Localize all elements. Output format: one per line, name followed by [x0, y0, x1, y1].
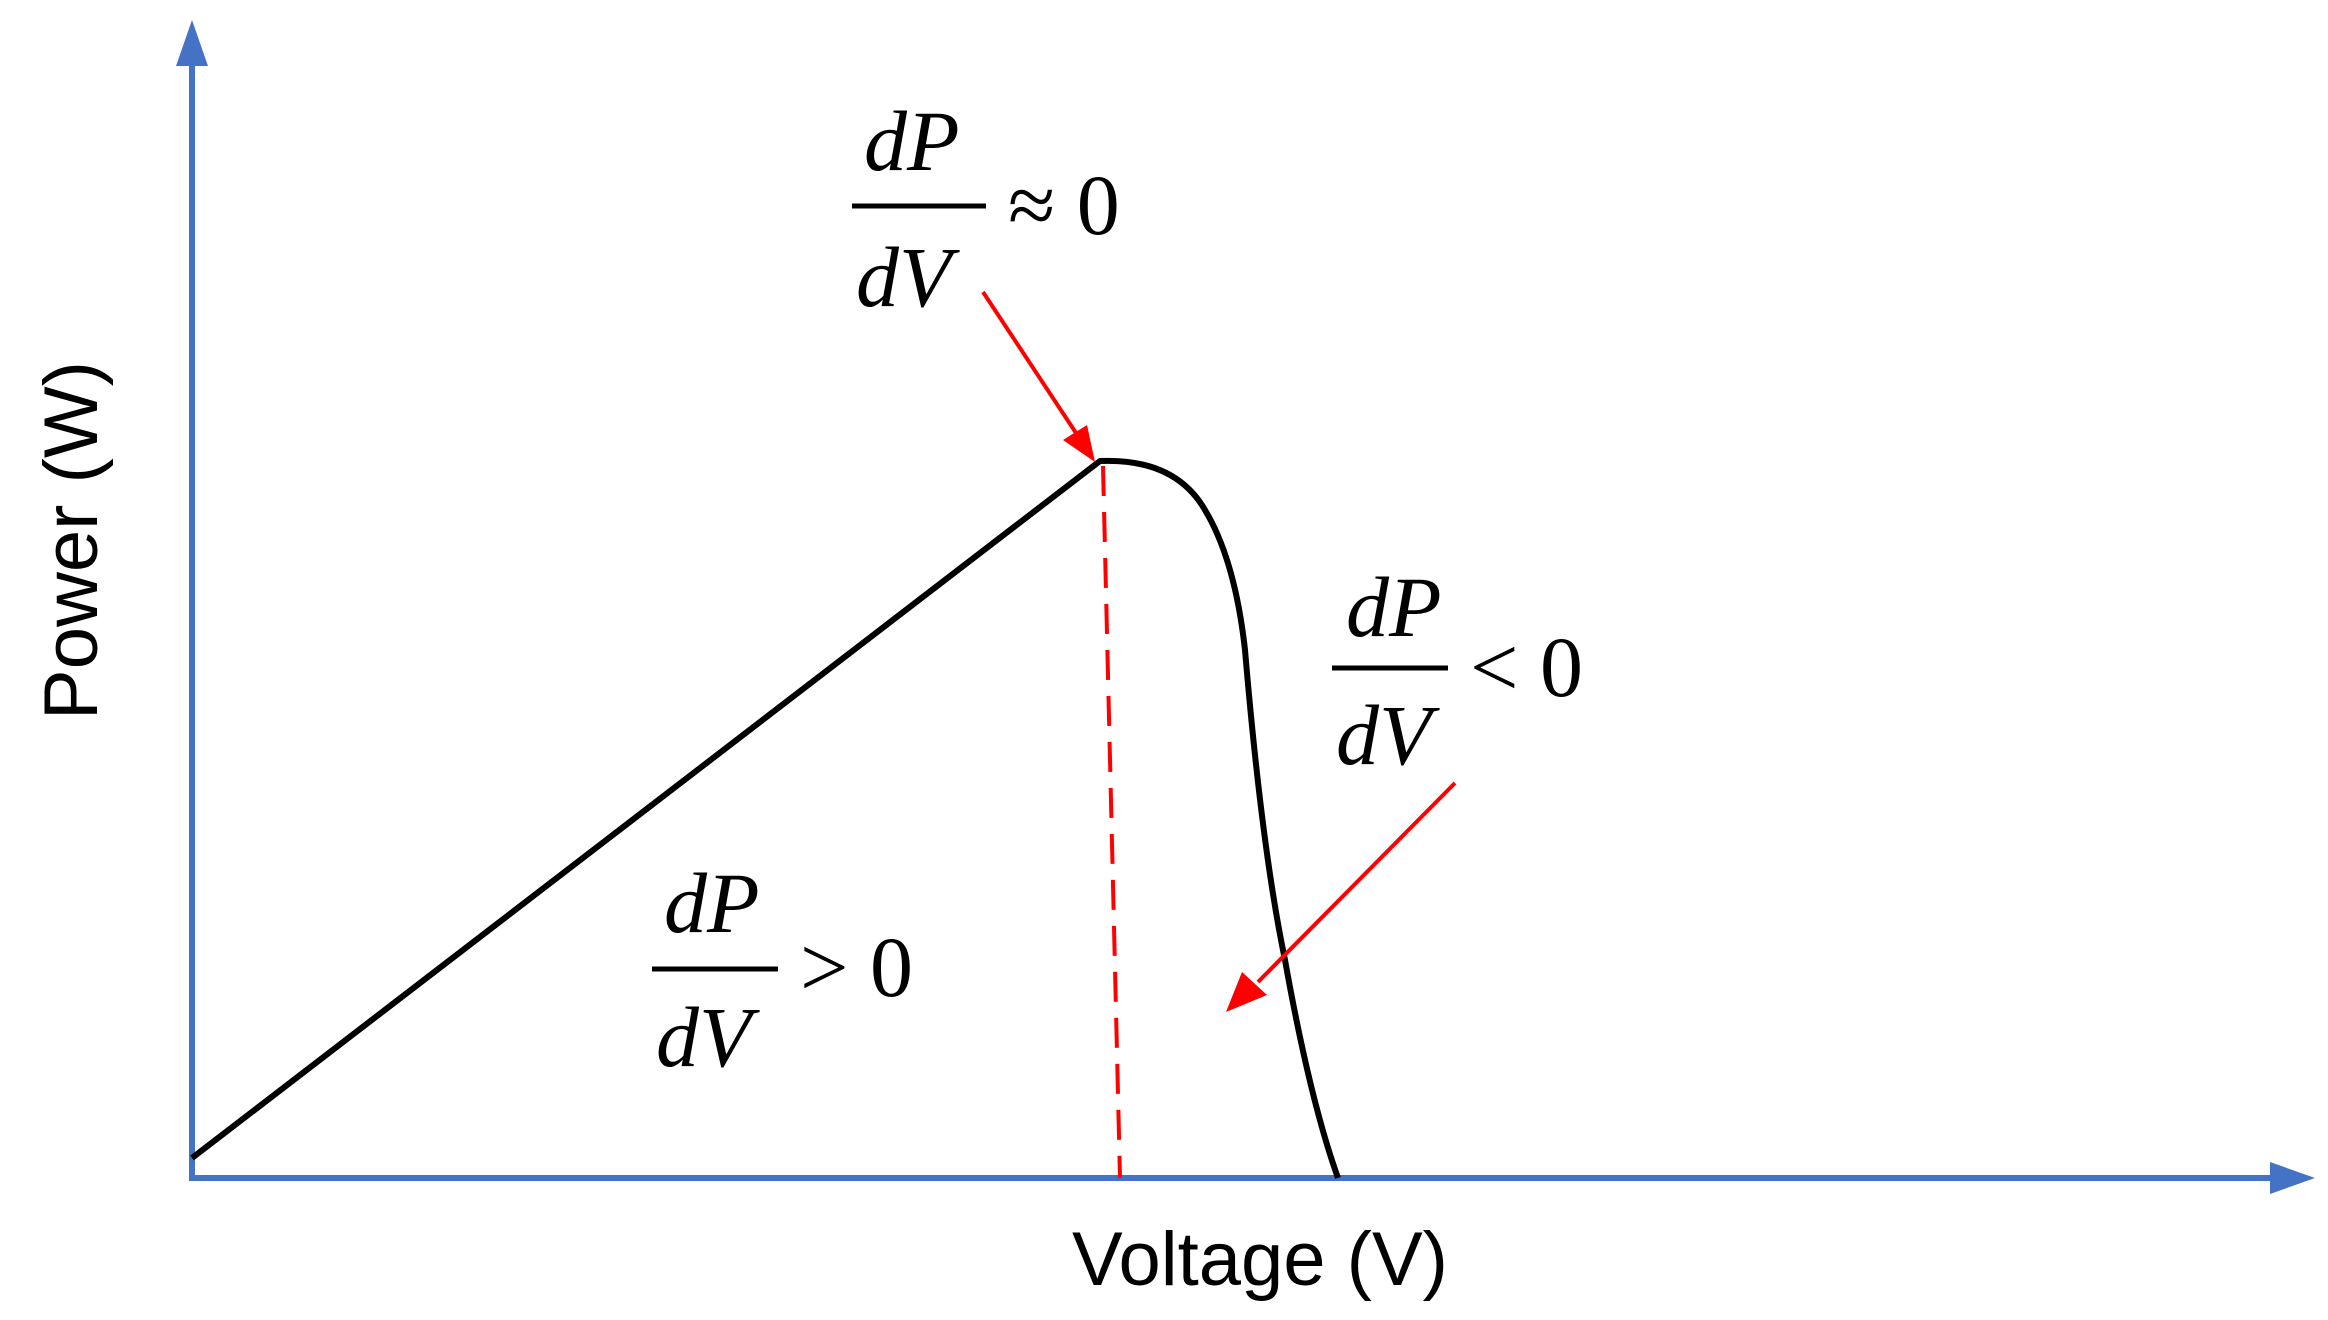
- y-axis-label: Power (W): [29, 361, 114, 720]
- left-relation: > 0: [800, 919, 913, 1015]
- right-slope-arrow: [1256, 781, 1457, 984]
- peak-denominator: dV: [856, 229, 960, 325]
- left-derivative-label: dP dV > 0: [652, 855, 913, 1085]
- y-axis-arrowhead: [176, 20, 208, 66]
- right-relation: < 0: [1470, 619, 1583, 715]
- peak-arrow: [981, 290, 1080, 438]
- peak-relation: ≈ 0: [1008, 157, 1120, 253]
- right-derivative-label: dP dV < 0: [1332, 559, 1583, 783]
- peak-arrowhead: [1063, 425, 1095, 462]
- left-denominator: dV: [656, 989, 760, 1085]
- left-numerator: dP: [664, 855, 760, 951]
- right-denominator: dV: [1336, 687, 1440, 783]
- mpp-dashed-line: [1101, 465, 1122, 1179]
- x-axis-arrowhead: [2270, 1162, 2315, 1194]
- peak-numerator: dP: [864, 93, 960, 189]
- peak-derivative-label: dP dV ≈ 0: [852, 93, 1120, 325]
- right-slope-arrowhead: [1226, 972, 1267, 1012]
- pv-curve: [190, 457, 1341, 1180]
- right-numerator: dP: [1346, 559, 1442, 655]
- x-axis-label: Voltage (V): [1072, 1217, 1448, 1302]
